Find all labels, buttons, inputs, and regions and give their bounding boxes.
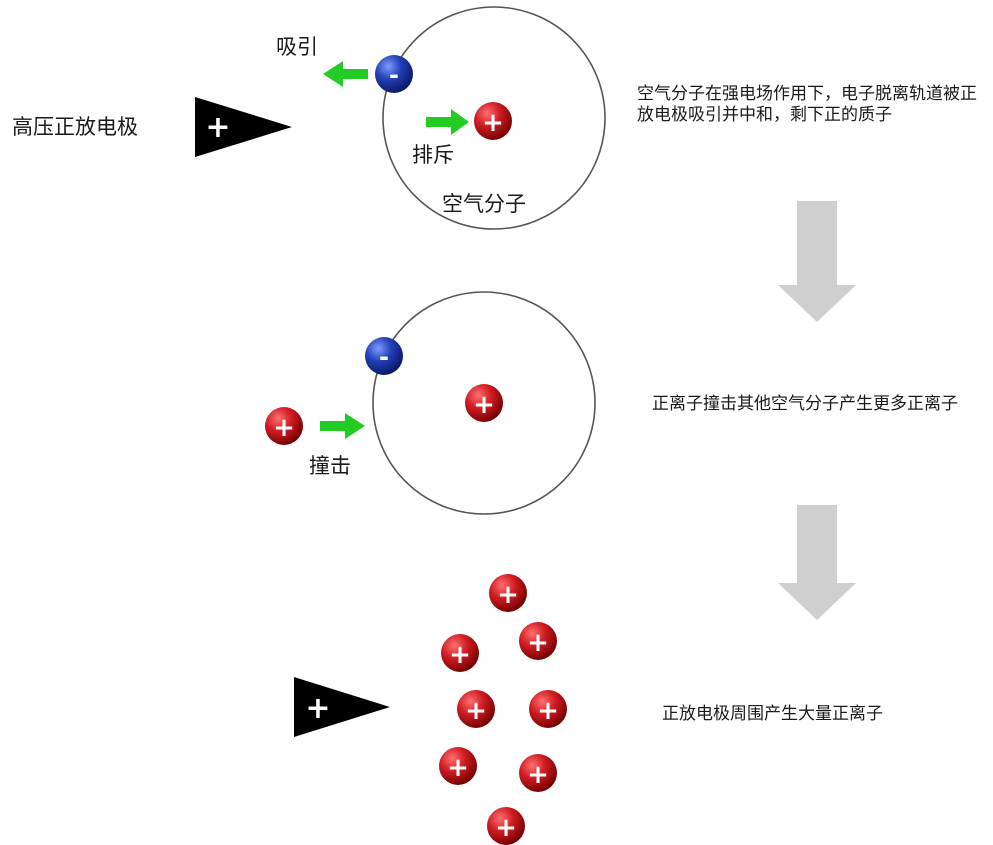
electron-icon: - [375, 55, 413, 93]
step2-description: 正离子撞击其他空气分子产生更多正离子 [652, 394, 958, 414]
svg-text:+: + [497, 580, 519, 610]
svg-text:+: + [473, 390, 495, 420]
svg-text:+: + [305, 691, 330, 726]
flow-down-arrow-icon [778, 201, 856, 322]
svg-text:+: + [482, 108, 504, 138]
svg-text:+: + [527, 760, 549, 790]
attract-arrow-icon [323, 61, 368, 87]
positive-ion-icon: + [487, 807, 525, 845]
positive-ion-icon: + [457, 690, 495, 728]
positive-ion-cloud: + + + + + + + + [439, 574, 567, 845]
repel-arrow-icon [426, 109, 469, 135]
electron-icon-2: - [365, 337, 403, 375]
electrode-label: 高压正放电极 [12, 115, 138, 139]
svg-text:-: - [389, 61, 399, 89]
attract-label: 吸引 [276, 35, 318, 59]
svg-text:+: + [527, 628, 549, 658]
step1-group: + - + [195, 6, 856, 322]
step2-group: - + + [265, 291, 856, 620]
positive-ion-icon: + [489, 574, 527, 612]
svg-text:+: + [465, 696, 487, 726]
molecule-label: 空气分子 [442, 192, 526, 216]
positive-ion-icon: + [519, 622, 557, 660]
step3-description: 正放电极周围产生大量正离子 [662, 704, 883, 724]
svg-text:-: - [379, 343, 389, 371]
positive-ion-icon: + [439, 747, 477, 785]
flow-down-arrow-icon-2 [778, 505, 856, 620]
electrode-icon-2: + [294, 677, 390, 737]
svg-text:+: + [449, 640, 471, 670]
air-molecule-orbit [382, 6, 606, 230]
air-molecule-orbit-2 [372, 291, 596, 515]
svg-text:+: + [447, 753, 469, 783]
collide-label: 撞击 [309, 454, 351, 478]
electrode-plus-sign: + [205, 110, 230, 145]
svg-text:+: + [537, 696, 559, 726]
step1-description: 空气分子在强电场作用下，电子脱离轨道被正放电极吸引并中和，剩下正的质子 [637, 84, 977, 125]
svg-text:+: + [273, 413, 295, 443]
positive-ion-icon: + [519, 754, 557, 792]
positive-ion-icon: + [529, 690, 567, 728]
step3-group: + + + + + + + + + [294, 574, 567, 845]
positive-ion-icon: + [441, 634, 479, 672]
collide-arrow-icon [320, 413, 365, 439]
proton-icon-center: + [465, 384, 503, 422]
proton-icon: + [474, 102, 512, 140]
incoming-proton-icon: + [265, 407, 303, 445]
svg-text:+: + [495, 813, 517, 843]
high-voltage-electrode-icon: + [195, 97, 292, 157]
repel-label: 排斥 [412, 143, 454, 167]
